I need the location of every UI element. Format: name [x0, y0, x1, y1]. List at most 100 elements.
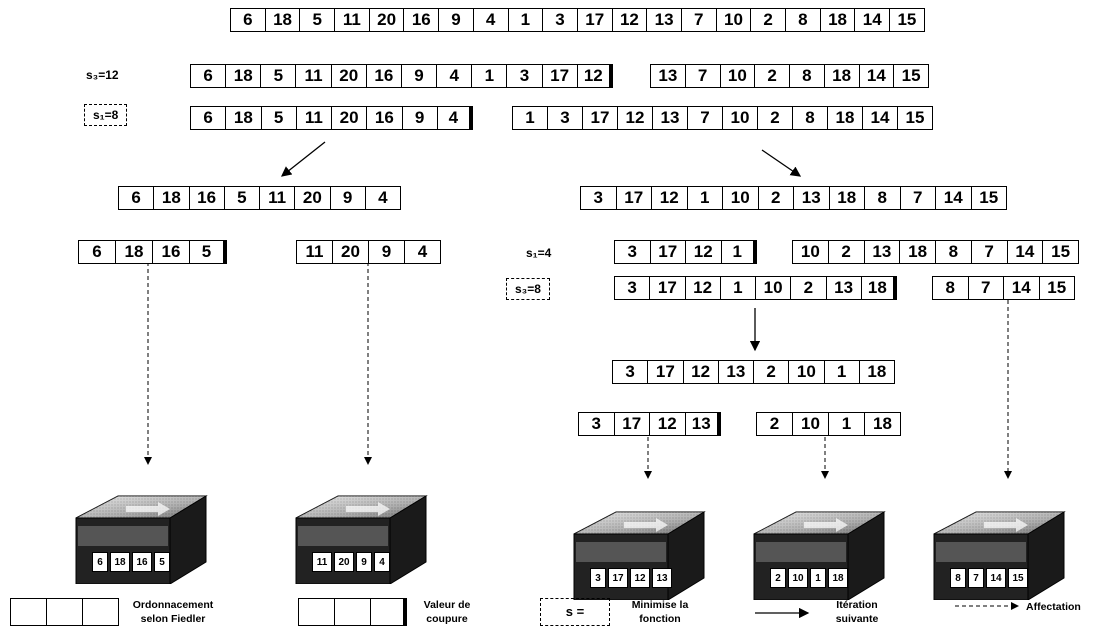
right-reordered-array-cell: 14: [936, 186, 972, 210]
s3-left-array-cell: 4: [437, 64, 472, 88]
left-reordered-array-cell: 4: [366, 186, 401, 210]
server-port: 3: [590, 568, 606, 588]
right-sub-reordered-cell: 10: [789, 360, 824, 384]
right-sub-reordered: 3171213210118: [612, 360, 895, 384]
s1-left-array-cell: 16: [367, 106, 402, 130]
right-s3-right-cell: 14: [1004, 276, 1040, 300]
right-s1-right-cell: 10: [793, 240, 829, 264]
left-part-a-cell: 5: [190, 240, 227, 264]
left-part-b-cell: 9: [369, 240, 405, 264]
server-port: 8: [950, 568, 966, 588]
s3-right-array-cell: 15: [894, 64, 929, 88]
top-sequence-cell: 8: [786, 8, 821, 32]
right-s1-right-cell: 13: [865, 240, 901, 264]
left-part-b-cell: 4: [405, 240, 441, 264]
right-s1-right-cell: 8: [936, 240, 972, 264]
top-sequence-cell: 9: [439, 8, 474, 32]
legend-ordering-box: [10, 598, 119, 626]
s1-right-array-cell: 7: [688, 106, 723, 130]
server-1: 618165: [66, 474, 216, 584]
server-port: 11: [312, 552, 332, 572]
top-sequence-cell: 18: [266, 8, 301, 32]
top-sequence-cell: 3: [543, 8, 578, 32]
server-port: 6: [92, 552, 108, 572]
server-port-row: 3171213: [590, 568, 674, 588]
s1-left-array-cell: 9: [403, 106, 438, 130]
legend-s-box: s =: [540, 598, 610, 626]
server-port-row: 618165: [92, 552, 172, 572]
s1-right-array-cell: 1: [513, 106, 548, 130]
legend-cut-text: Valeur de coupure: [412, 598, 482, 626]
right-sub-a-cell: 12: [650, 412, 686, 436]
s1-right-array-cell: 12: [618, 106, 653, 130]
s3-right-array-cell: 2: [755, 64, 790, 88]
s1-left-array: 618511201694: [190, 106, 473, 130]
s3-left-array-cell: 6: [191, 64, 226, 88]
server-port: 12: [630, 568, 650, 588]
s1-label-top: s₁=8: [84, 104, 127, 126]
top-sequence-cell: 4: [474, 8, 509, 32]
right-s1-right-cell: 15: [1043, 240, 1079, 264]
s1-right-array-cell: 18: [828, 106, 863, 130]
right-s1-right-cell: 18: [900, 240, 936, 264]
right-sub-reordered-cell: 1: [825, 360, 860, 384]
s1-right-array-cell: 3: [548, 106, 583, 130]
right-reordered-array-cell: 3: [581, 186, 617, 210]
s1-left-array-cell: 5: [262, 106, 297, 130]
iteration-arrow: [282, 142, 325, 176]
right-s1-right: 1021318871415: [792, 240, 1079, 264]
right-s1-right-cell: 7: [972, 240, 1008, 264]
server-3: 3171213: [564, 490, 714, 600]
top-sequence-cell: 10: [717, 8, 752, 32]
top-sequence-cell: 20: [370, 8, 405, 32]
server-port: 9: [356, 552, 372, 572]
right-s3-left-cell: 13: [827, 276, 862, 300]
s3-left-array-cell: 11: [296, 64, 331, 88]
top-sequence-cell: 14: [855, 8, 890, 32]
right-reordered-array-cell: 7: [901, 186, 937, 210]
s3-label-right: s₃=8: [506, 278, 550, 300]
top-sequence-cell: 13: [647, 8, 682, 32]
right-sub-reordered-cell: 13: [719, 360, 754, 384]
s1-right-array-cell: 8: [793, 106, 828, 130]
left-part-a-cell: 16: [153, 240, 190, 264]
top-sequence-cell: 15: [890, 8, 925, 32]
s3-left-array-cell: 12: [578, 64, 613, 88]
server-port: 2: [770, 568, 786, 588]
right-sub-b-cell: 1: [829, 412, 865, 436]
left-reordered-array-cell: 5: [225, 186, 260, 210]
s3-left-array-cell: 5: [261, 64, 296, 88]
s3-right-array-cell: 10: [721, 64, 756, 88]
right-reordered-array-cell: 15: [972, 186, 1008, 210]
s1-right-array-cell: 17: [583, 106, 618, 130]
left-reordered-array-cell: 9: [331, 186, 366, 210]
top-sequence-cell: 12: [613, 8, 648, 32]
server-port: 18: [828, 568, 848, 588]
right-reordered-array-cell: 2: [759, 186, 795, 210]
right-sub-a-cell: 13: [686, 412, 722, 436]
server-port: 1: [810, 568, 826, 588]
top-sequence: 6185112016941317121371028181415: [230, 8, 925, 32]
right-sub-a-cell: 3: [579, 412, 615, 436]
right-reordered-array-cell: 10: [723, 186, 759, 210]
top-sequence-cell: 17: [578, 8, 613, 32]
server-port-row: 112094: [312, 552, 392, 572]
s1-left-array-cell: 18: [226, 106, 261, 130]
s1-label-right: s₁=4: [526, 246, 551, 260]
s1-left-array-cell: 4: [438, 106, 473, 130]
s3-left-array-cell: 20: [332, 64, 367, 88]
legend-next-iter-text: Itération suivante: [822, 598, 892, 626]
right-s3-left-cell: 18: [862, 276, 897, 300]
left-part-a-cell: 6: [79, 240, 116, 264]
s3-left-array-cell: 9: [402, 64, 437, 88]
s3-right-array: 1371028181415: [650, 64, 929, 88]
right-reordered-array-cell: 17: [617, 186, 653, 210]
legend-ordering-text: Ordonnacement selon Fiedler: [128, 598, 218, 626]
right-s3-left-cell: 3: [615, 276, 650, 300]
left-reordered-array-cell: 20: [295, 186, 330, 210]
right-s3-left-cell: 1: [721, 276, 756, 300]
legend-affect-text: Affectation: [1026, 600, 1102, 614]
